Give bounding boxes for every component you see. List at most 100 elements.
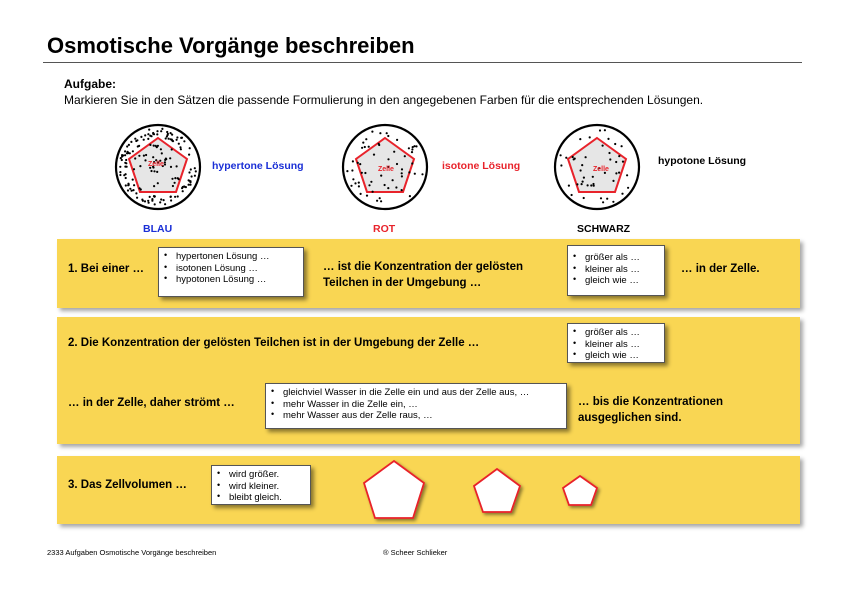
- q2-water-options[interactable]: gleichviel Wasser in die Zelle ein und a…: [265, 383, 567, 429]
- particle-dot: [136, 139, 138, 141]
- particle-dot: [361, 172, 363, 174]
- option-equal[interactable]: gleich wie …: [573, 350, 659, 362]
- cell-diagram-isotonic: Zelle: [341, 118, 429, 215]
- particle-dot: [177, 195, 179, 197]
- particle-dot: [171, 148, 173, 150]
- particle-dot: [589, 136, 591, 138]
- particle-dot: [120, 157, 122, 159]
- particle-dot: [411, 151, 413, 153]
- option-water-equal[interactable]: gleichviel Wasser in die Zelle ein und a…: [271, 387, 561, 399]
- particle-dot: [421, 173, 423, 175]
- particle-dot: [188, 184, 190, 186]
- particle-dot: [125, 184, 127, 186]
- particle-dot: [176, 165, 178, 167]
- particle-dot: [144, 159, 146, 161]
- particle-dot: [606, 198, 608, 200]
- particle-dot: [401, 189, 403, 191]
- option-water-out[interactable]: mehr Wasser aus der Zelle raus, …: [271, 410, 561, 422]
- particle-dot: [119, 171, 121, 173]
- particle-dot: [159, 201, 161, 203]
- particle-dot: [170, 199, 172, 201]
- particle-dot: [364, 146, 366, 148]
- particle-dot: [188, 171, 190, 173]
- q1-suffix: … in der Zelle.: [681, 261, 760, 277]
- particle-dot: [151, 200, 153, 202]
- particle-dot: [134, 157, 136, 159]
- option-same[interactable]: bleibt gleich.: [217, 492, 305, 504]
- particle-dot: [194, 175, 196, 177]
- particle-dot: [392, 179, 394, 181]
- cell-hypotonic-svg: Zelle: [553, 118, 641, 215]
- cell-label: Zelle: [593, 166, 609, 173]
- particle-dot: [164, 163, 166, 165]
- particle-dot: [166, 131, 168, 133]
- particle-dot: [413, 145, 415, 147]
- particle-dot: [592, 183, 594, 185]
- option-greater[interactable]: größer als …: [573, 327, 659, 339]
- particle-dot: [150, 135, 152, 137]
- particle-dot: [132, 189, 134, 191]
- particle-dot: [184, 186, 186, 188]
- particle-dot: [188, 179, 190, 181]
- particle-dot: [608, 152, 610, 154]
- particle-dot: [188, 154, 190, 156]
- q2-comparison-options[interactable]: größer als … kleiner als … gleich wie …: [567, 323, 665, 363]
- particle-dot: [123, 174, 125, 176]
- option-smaller[interactable]: kleiner als …: [573, 264, 659, 276]
- particle-dot: [581, 183, 583, 185]
- option-hypertonic[interactable]: hypertonen Lösung …: [164, 251, 298, 263]
- particle-dot: [600, 197, 602, 199]
- option-greater[interactable]: größer als …: [573, 252, 659, 264]
- particle-dot: [119, 166, 121, 168]
- particle-dot: [560, 154, 562, 156]
- cell-label: Zelle: [148, 161, 164, 168]
- particle-dot: [134, 138, 136, 140]
- particle-dot: [585, 156, 587, 158]
- particle-dot: [189, 181, 191, 183]
- particle-dot: [414, 173, 416, 175]
- particle-dot: [602, 145, 604, 147]
- particle-dot: [411, 148, 413, 150]
- particle-dot: [565, 157, 567, 159]
- q1-comparison-options[interactable]: größer als … kleiner als … gleich wie …: [567, 245, 665, 296]
- particle-dot: [161, 152, 163, 154]
- particle-dot: [171, 134, 173, 136]
- q1-solution-options[interactable]: hypertonen Lösung … isotonen Lösung … hy…: [158, 247, 304, 297]
- particle-dot: [153, 185, 155, 187]
- color-label-blue: BLAU: [143, 223, 172, 235]
- particle-dot: [574, 158, 576, 160]
- particle-dot: [160, 130, 162, 132]
- particle-dot: [615, 172, 617, 174]
- particle-dot: [170, 166, 172, 168]
- option-water-in[interactable]: mehr Wasser in die Zelle ein, …: [271, 399, 561, 411]
- particle-dot: [195, 170, 197, 172]
- particle-dot: [131, 190, 133, 192]
- particle-dot: [346, 170, 348, 172]
- option-smaller[interactable]: wird kleiner.: [217, 481, 305, 493]
- particle-dot: [408, 171, 410, 173]
- particle-dot: [587, 184, 589, 186]
- particle-dot: [376, 200, 378, 202]
- particle-dot: [163, 199, 165, 201]
- solution-label-isotonic: isotone Lösung: [442, 160, 520, 172]
- option-larger[interactable]: wird größer.: [217, 469, 305, 481]
- option-hypotonic[interactable]: hypotonen Lösung …: [164, 274, 298, 286]
- particle-dot: [581, 164, 583, 166]
- particle-dot: [372, 191, 374, 193]
- particle-dot: [387, 187, 389, 189]
- particle-dot: [592, 176, 594, 178]
- particle-dot: [148, 129, 150, 131]
- particle-dot: [191, 175, 193, 177]
- particle-dot: [165, 137, 167, 139]
- question-1-panel: 1. Bei einer … hypertonen Lösung … isoto…: [57, 239, 800, 308]
- option-smaller[interactable]: kleiner als …: [573, 339, 659, 351]
- option-isotonic[interactable]: isotonen Lösung …: [164, 263, 298, 275]
- particle-dot: [166, 135, 168, 137]
- particle-dot: [147, 200, 149, 202]
- particle-dot: [615, 161, 617, 163]
- q3-volume-options[interactable]: wird größer. wird kleiner. bleibt gleich…: [211, 465, 311, 505]
- option-equal[interactable]: gleich wie …: [573, 275, 659, 287]
- particle-dot: [149, 144, 151, 146]
- particle-dot: [612, 180, 614, 182]
- particle-dot: [189, 184, 191, 186]
